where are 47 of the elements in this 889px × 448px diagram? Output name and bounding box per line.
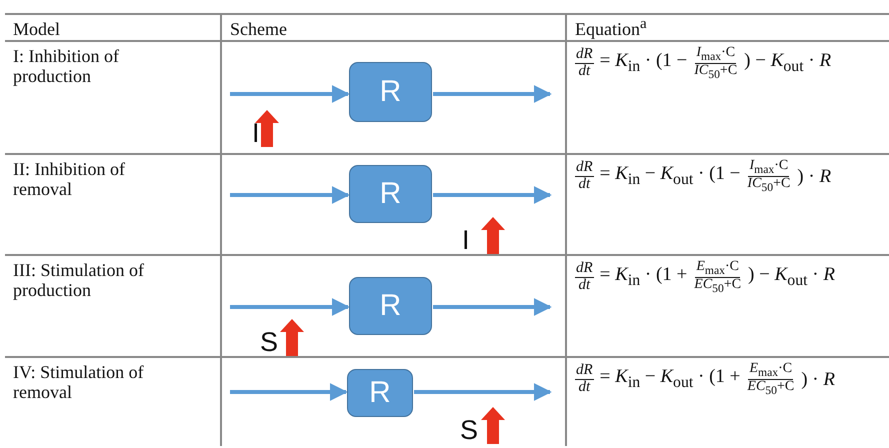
- model-name: I: Inhibition of production: [13, 46, 120, 86]
- symbol-label: S: [460, 417, 478, 444]
- equation-text: = K$_{in}$ − K$_{out}$ · (1 +: [600, 366, 740, 392]
- equation-text: = K$_{in}$ − K$_{out}$ · (1 −: [600, 164, 740, 190]
- equation-text: EC$_{50}$+C: [693, 278, 742, 296]
- equation-text: dR: [575, 261, 594, 278]
- equation-text: IC$_{50}$+C: [693, 64, 738, 82]
- equation-text: E$_{max}$·C: [748, 362, 794, 380]
- equation-text: IC$_{50}$+C: [746, 177, 792, 194]
- process-box: R: [349, 62, 432, 122]
- equation-text: ) − K$_{out}$ · R: [744, 50, 832, 76]
- equation-text: dt: [578, 64, 592, 80]
- equation-text: ) − K$_{out}$ · R: [748, 264, 835, 290]
- equation-text: dt: [578, 380, 592, 396]
- process-box: R: [349, 277, 432, 335]
- process-box: R: [349, 165, 432, 223]
- symbol-label: I: [462, 227, 470, 254]
- symbol-label: S: [260, 329, 278, 356]
- column-header: Scheme: [230, 19, 287, 39]
- column-header: Model: [13, 19, 60, 39]
- arrow: [230, 85, 350, 103]
- equation-text: = K$_{in}$ · (1 +: [600, 264, 688, 290]
- equation-text: dt: [578, 177, 592, 193]
- process-box: R: [347, 369, 413, 417]
- equation-text: I$_{max}$·C: [748, 159, 790, 178]
- arrow: [414, 383, 552, 401]
- column-header: Equation$^{a}$: [575, 19, 647, 39]
- model-name: II: Inhibition of removal: [13, 159, 126, 199]
- equation-text: dR: [575, 363, 594, 380]
- arrow: [433, 298, 552, 316]
- symbol-label: I: [252, 120, 260, 147]
- arrow: [230, 298, 350, 316]
- arrow: [230, 186, 350, 204]
- equation-text: dt: [578, 278, 592, 294]
- arrow: [433, 186, 552, 204]
- equation-text: dR: [575, 47, 594, 64]
- equation-text: ) · R: [797, 166, 832, 187]
- equation-text: = K$_{in}$ · (1 −: [600, 50, 688, 76]
- equation-text: ) · R: [801, 370, 835, 390]
- equation-text: EC$_{50}$+C: [746, 380, 796, 398]
- arrow: [433, 85, 552, 103]
- equation-text: E$_{max}$·C: [695, 260, 740, 278]
- arrow: [230, 383, 348, 401]
- equation-text: dR: [575, 160, 594, 178]
- model-name: IV: Stimulation of removal: [13, 362, 145, 402]
- equation-text: I$_{max}$·C: [695, 46, 736, 64]
- model-name: III: Stimulation of production: [13, 260, 145, 300]
